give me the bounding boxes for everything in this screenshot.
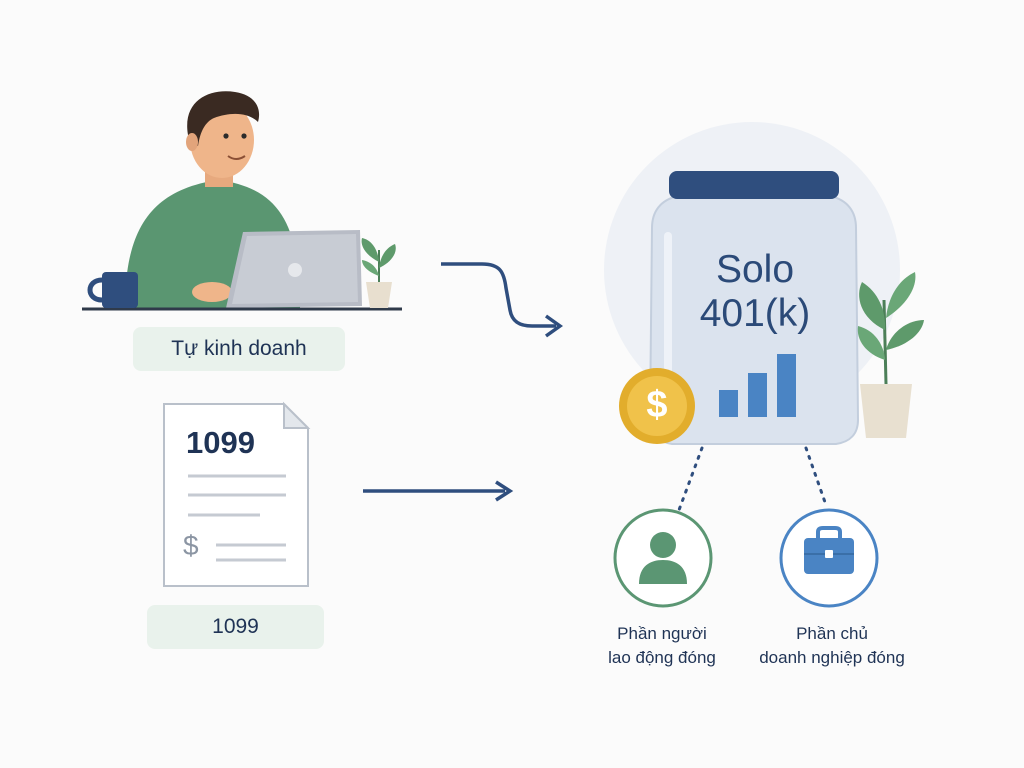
jar-title-line1: Solo	[715, 248, 795, 291]
employee-contribution-circle	[613, 508, 713, 608]
employer-caption-line2: doanh nghiệp đóng	[759, 648, 905, 667]
employer-connector	[804, 446, 828, 507]
person-icon	[639, 532, 687, 584]
form-1099-to-401k-arrow	[363, 480, 514, 502]
document-dollar-symbol: $	[183, 530, 199, 561]
solo-401k-jar-illustration	[648, 171, 860, 445]
mug-illustration	[87, 272, 138, 308]
employee-connector	[677, 446, 704, 512]
briefcase-icon	[804, 526, 854, 574]
self-employed-label: Tự kinh doanh	[133, 327, 345, 371]
growth-bars-icon	[719, 354, 796, 417]
employer-caption-line1: Phần chủ	[796, 624, 868, 643]
employer-contribution-caption: Phần chủ doanh nghiệp đóng	[732, 622, 932, 670]
coin-dollar-symbol: $	[646, 384, 668, 426]
employee-caption-line1: Phần người	[617, 624, 707, 643]
desk-plant-illustration	[361, 238, 396, 308]
jar-plant-illustration	[857, 272, 924, 438]
employer-contribution-circle	[779, 508, 879, 608]
employee-caption-line2: lao động đóng	[608, 648, 716, 667]
laptop-illustration	[226, 230, 362, 308]
form-1099-label: 1099	[147, 605, 324, 649]
coin-icon	[619, 368, 695, 444]
self-employed-to-401k-arrow	[441, 262, 564, 338]
employee-contribution-caption: Phần người lao động đóng	[562, 622, 762, 670]
jar-title-line2: 401(k)	[699, 292, 811, 335]
form-1099-document-illustration	[163, 401, 311, 587]
jar-lid	[669, 171, 839, 199]
document-form-number: 1099	[186, 425, 255, 460]
